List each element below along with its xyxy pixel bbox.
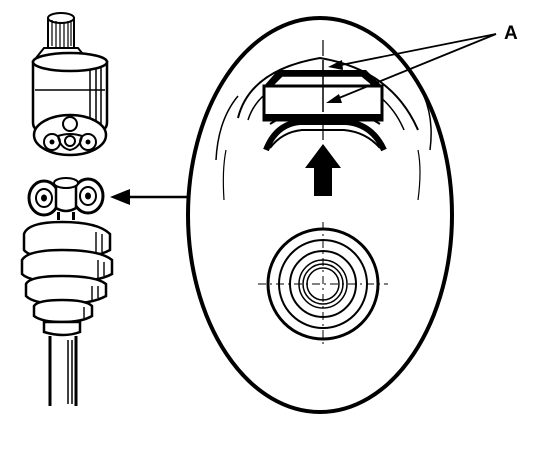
detail-view-oval [186, 16, 454, 414]
boot-bellows [20, 220, 114, 337]
callout-label-a: A [504, 23, 518, 44]
axle-shaft [48, 336, 78, 406]
carrier-arc [263, 117, 387, 152]
tripod-rollers [27, 177, 105, 220]
callout-a: A [326, 23, 518, 103]
roller-bearing [262, 40, 384, 140]
arrow-up-icon [305, 144, 341, 196]
tripod-joint-axle [20, 177, 114, 406]
arrow-right-to-left-icon [110, 189, 188, 205]
spindle-hub [258, 222, 388, 346]
splined-shaft [47, 12, 75, 49]
outer-joint-housing [31, 12, 109, 157]
